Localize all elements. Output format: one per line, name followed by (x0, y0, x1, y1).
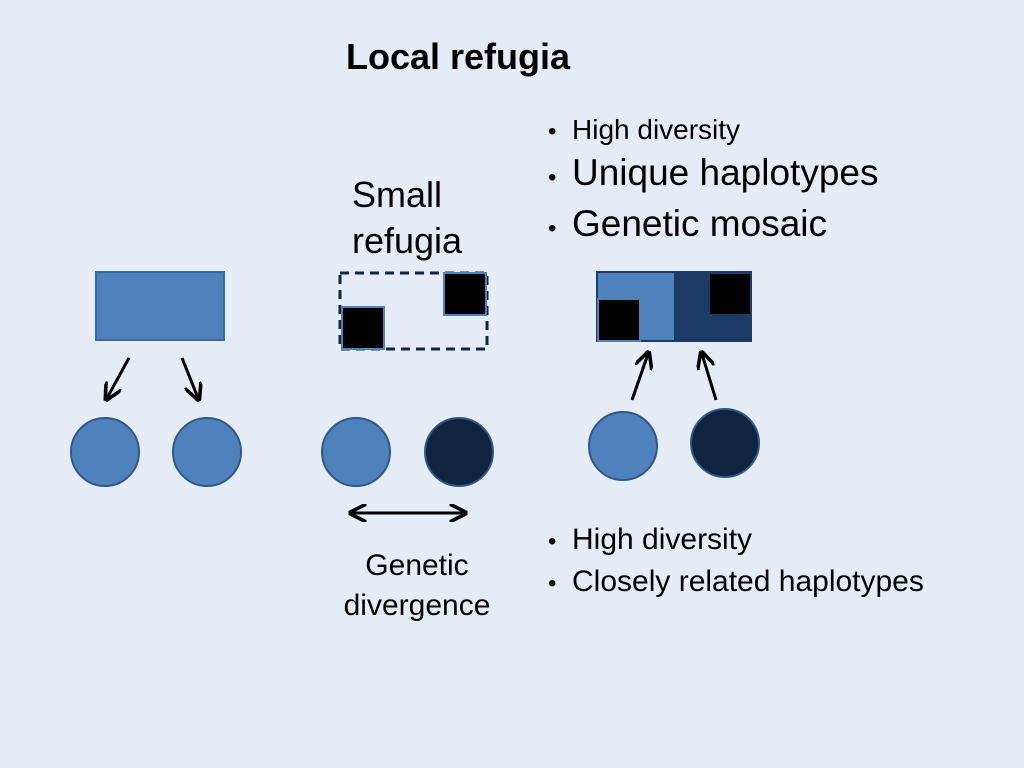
merge-arrow-left (630, 354, 648, 401)
population-circle-light (588, 411, 658, 481)
bullet-item: Genetic mosaic (548, 201, 879, 252)
mosaic-square (708, 272, 752, 316)
population-circle-navy (690, 408, 760, 478)
population-circle-light (172, 417, 242, 487)
slide-title: Local refugia (346, 36, 571, 77)
mosaic-square (597, 298, 641, 342)
split-arrow-left (107, 357, 131, 398)
bullet-item: High diversity (548, 520, 924, 562)
merge-arrow-right (702, 354, 718, 401)
bullet-item: High diversity (548, 112, 879, 150)
bullet-item: Closely related haplotypes (548, 562, 924, 604)
genetic-divergence-label: Genetic divergence (343, 549, 491, 622)
population-circle-light (70, 417, 140, 487)
large-refugium-rect (95, 271, 225, 341)
population-circle-light (321, 417, 391, 487)
split-arrow-right (180, 357, 198, 398)
top-bullet-list: High diversity Unique haplotypes Genetic… (548, 112, 879, 252)
bullet-item: Unique haplotypes (548, 150, 879, 201)
bottom-bullet-list: High diversity Closely related haplotype… (548, 520, 924, 604)
small-refugium-square (443, 272, 487, 316)
small-refugia-label: Small refugia (352, 174, 463, 261)
population-circle-navy (424, 417, 494, 487)
small-refugium-square (341, 306, 385, 350)
